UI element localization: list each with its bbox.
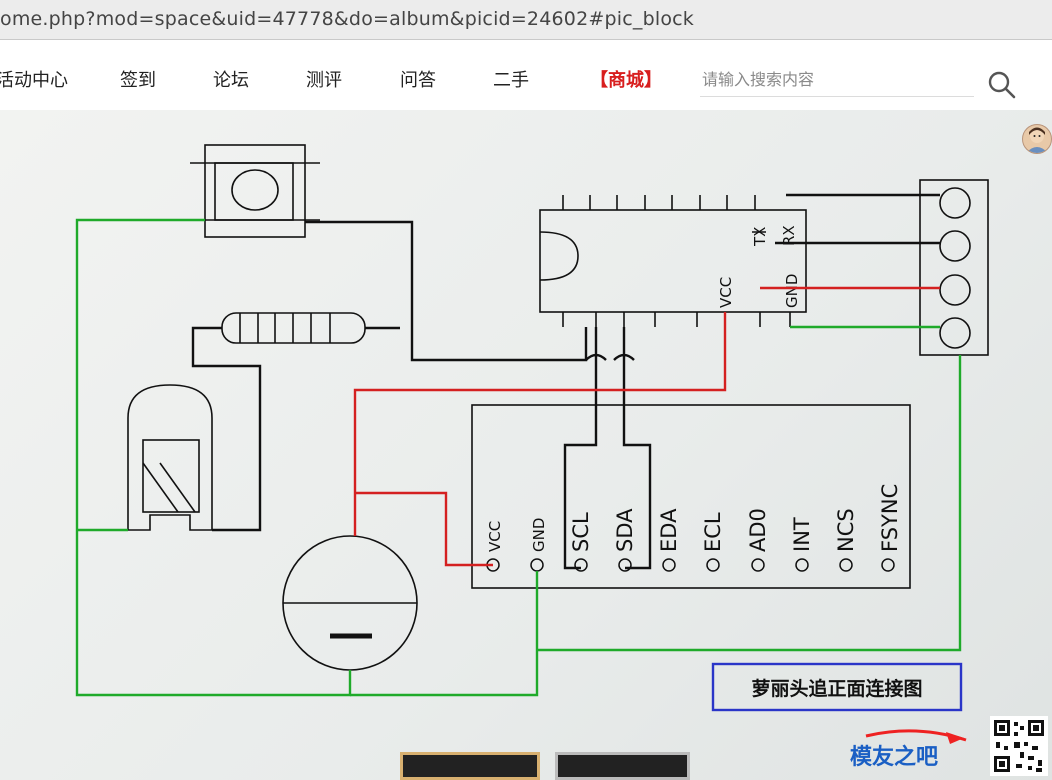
thumbnail-2[interactable] (555, 752, 690, 780)
watermark-brand: 模友之吧 (850, 744, 938, 770)
qr-code (990, 716, 1048, 776)
resistor-symbol (221, 312, 366, 344)
mcu-module (539, 195, 807, 327)
sensor-module: VCC GND SCL SDA EDA ECL AD0 INT NCS FSYN… (471, 404, 911, 589)
nav-forum[interactable]: 论坛 (213, 70, 249, 91)
sensor-pin-int: INT (790, 517, 814, 552)
search-input[interactable] (700, 62, 974, 97)
mcu-pin-rx: RX (780, 225, 798, 246)
sensor-pin-fsync: FSYNC (878, 484, 902, 552)
sensor-pin-ad0: AD0 (746, 508, 770, 552)
thumbnail-1[interactable] (400, 752, 540, 780)
mcu-pin-gnd: GND (783, 274, 801, 308)
mcu-pin-vcc: VCC (717, 277, 735, 308)
four-pin-connector (919, 179, 989, 356)
url-text[interactable]: ome.php?mod=space&uid=47778&do=album&pic… (0, 8, 694, 30)
avatar[interactable] (1022, 124, 1052, 154)
diagram-caption: 萝丽头追正面连接图 (711, 662, 963, 712)
sensor-pin-gnd: GND (530, 518, 548, 552)
sensor-pin-sda: SDA (613, 508, 637, 552)
sensor-pin-ecl: ECL (701, 512, 725, 552)
nav-activity-center[interactable]: 活动中心 (0, 70, 68, 91)
sensor-pin-scl: SCL (569, 512, 593, 552)
wiring-diagram: TX RX VCC GND VCC GND SCL SDA EDA ECL (75, 144, 989, 712)
ir-sensor-symbol (127, 384, 213, 531)
nav-review[interactable]: 测评 (306, 70, 342, 91)
nav-qa[interactable]: 问答 (400, 70, 436, 91)
black-wires (191, 193, 940, 570)
green-wires (75, 218, 962, 697)
address-bar[interactable]: ome.php?mod=space&uid=47778&do=album&pic… (0, 0, 1052, 40)
mcu-pin-tx: TX (751, 227, 769, 247)
sensor-pin-eda: EDA (657, 508, 681, 552)
site-watermark-logo: 模友之吧 (850, 729, 967, 770)
caption-text: 萝丽头追正面连接图 (751, 677, 922, 700)
red-wires (353, 286, 940, 567)
sensor-pin-vcc: VCC (486, 521, 504, 552)
nav-checkin[interactable]: 签到 (120, 70, 156, 91)
site-nav: 活动中心 签到 论坛 测评 问答 二手 【商城】 (0, 40, 1052, 110)
push-button-symbol (190, 144, 320, 238)
battery-symbol (282, 535, 418, 671)
nav-mall[interactable]: 【商城】 (590, 70, 662, 91)
nav-secondhand[interactable]: 二手 (493, 70, 529, 91)
search-icon[interactable] (986, 70, 1018, 100)
sensor-pin-ncs: NCS (834, 508, 858, 552)
